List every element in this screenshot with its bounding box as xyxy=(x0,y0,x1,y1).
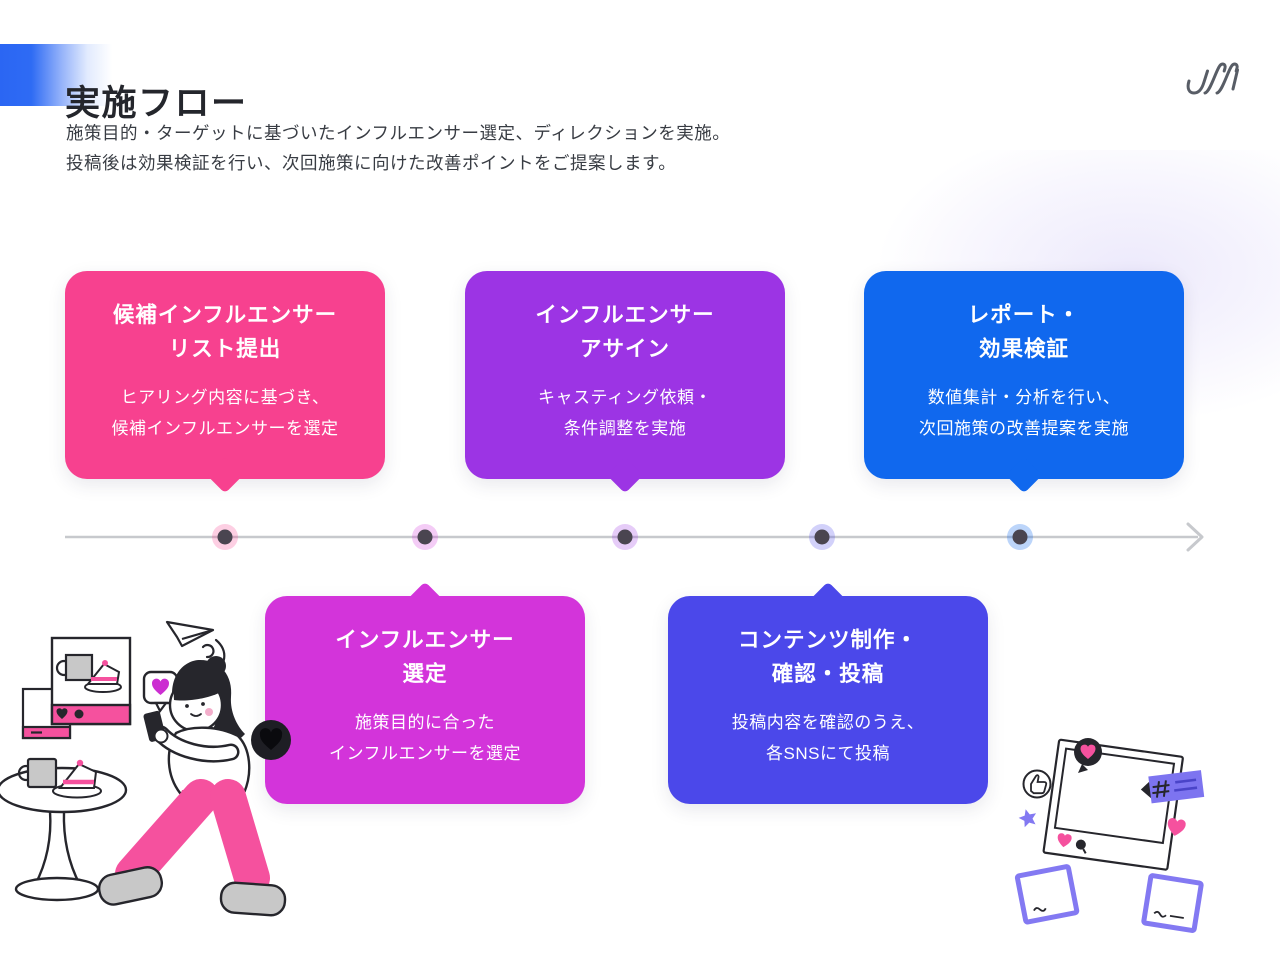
sns-post-frame-front xyxy=(50,636,132,726)
flow-card-candidate-list: 候補インフルエンサーリスト提出 ヒアリング内容に基づき、候補インフルエンサーを選… xyxy=(65,271,385,494)
card-tail xyxy=(606,456,644,494)
timeline-arrow-icon xyxy=(1186,522,1204,552)
card-body: ヒアリング内容に基づき、候補インフルエンサーを選定 xyxy=(111,388,339,438)
flow-card-influencer-assign: インフルエンサーアサイン キャスティング依頼・条件調整を実施 xyxy=(465,271,785,494)
heart-icon xyxy=(1167,818,1186,836)
woman-checking-sns-illustration xyxy=(0,620,291,917)
brand-logo-icon xyxy=(1186,62,1239,95)
like-bubble-icon xyxy=(142,670,179,714)
flow-card-report-verification: レポート・効果検証 数値集計・分析を行い、次回施策の改善提案を実施 xyxy=(864,271,1184,494)
timeline-dot-3 xyxy=(612,524,638,550)
timeline-dot-4 xyxy=(809,524,835,550)
card-body: 数値集計・分析を行い、次回施策の改善提案を実施 xyxy=(919,388,1129,438)
page-description-line2: 投稿後は効果検証を行い、次回施策に向けた改善ポイントをご提案します。 xyxy=(66,153,677,173)
timeline-dot-2 xyxy=(412,524,438,550)
title-accent-square xyxy=(0,44,112,106)
card-tail xyxy=(406,581,444,619)
card-tail xyxy=(809,581,847,619)
card-body: キャスティング依頼・条件調整を実施 xyxy=(538,388,712,438)
timeline xyxy=(65,522,1204,552)
card-title: 候補インフルエンサーリスト提出 xyxy=(112,303,338,361)
card-title: コンテンツ制作・確認・投稿 xyxy=(737,628,918,686)
timeline-dot-5 xyxy=(1007,524,1033,550)
timeline-dot-1 xyxy=(212,524,238,550)
paper-plane-icon xyxy=(165,620,215,648)
thumbs-up-icon xyxy=(1022,769,1052,799)
card-body: 投稿内容を確認のうえ、各SNSにて投稿 xyxy=(731,713,925,763)
woman-figure xyxy=(97,656,287,917)
star-icon xyxy=(1018,809,1037,828)
page-description-line1: 施策目的・ターゲットに基づいたインフルエンサー選定、ディレクションを実施。 xyxy=(66,123,731,143)
cafe-table xyxy=(0,757,128,902)
page-description: 施策目的・ターゲットに基づいたインフルエンサー選定、ディレクションを実施。 投稿… xyxy=(66,118,730,178)
heart-badge-icon xyxy=(1074,738,1102,773)
heart-icon xyxy=(56,708,68,719)
heart-icon xyxy=(1057,833,1072,848)
card-title: レポート・効果検証 xyxy=(967,303,1081,361)
comment-icon xyxy=(74,709,84,719)
page-title: 実施フロー xyxy=(65,84,248,124)
card-body: 施策目的に合ったインフルエンサーを選定 xyxy=(329,713,521,763)
card-title: インフルエンサー選定 xyxy=(335,628,515,686)
card-tail xyxy=(1005,456,1043,494)
hashtag-tag-icon xyxy=(1140,770,1205,804)
polaroid-posts-illustration xyxy=(1014,738,1205,933)
polaroid-frame xyxy=(1042,738,1184,871)
heart-badge-icon xyxy=(251,720,291,760)
flow-card-influencer-selection: インフルエンサー選定 施策目的に合ったインフルエンサーを選定 xyxy=(265,581,585,804)
small-photo-left xyxy=(1014,864,1080,925)
comment-icon xyxy=(1075,839,1086,850)
card-tail xyxy=(206,456,244,494)
small-photo-right xyxy=(1141,873,1204,933)
flow-card-content-posting: コンテンツ制作・確認・投稿 投稿内容を確認のうえ、各SNSにて投稿 xyxy=(668,581,988,804)
card-title: インフルエンサーアサイン xyxy=(535,303,715,361)
